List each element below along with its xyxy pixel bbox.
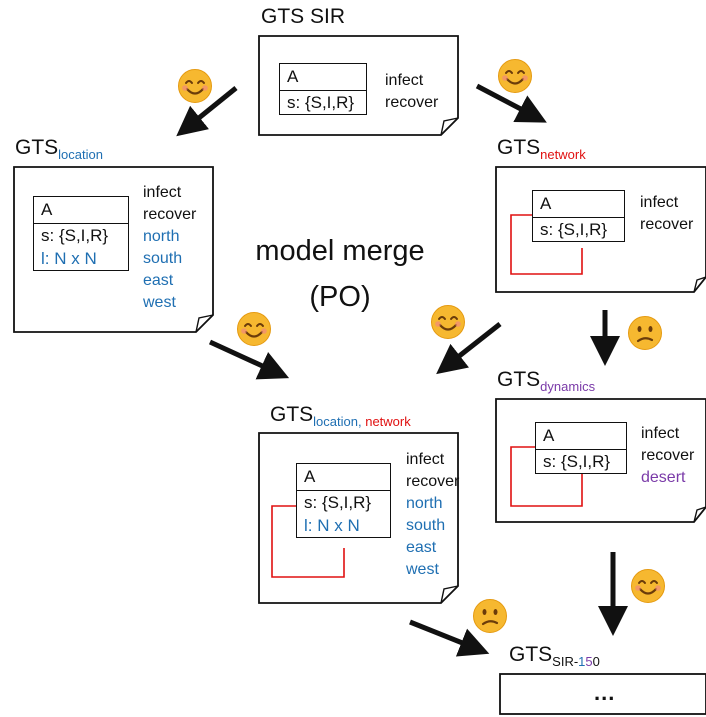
arrow-merged-to-final — [409, 619, 490, 657]
smiley-icon — [431, 305, 465, 339]
model-merge-label: model merge (PO) — [255, 235, 425, 313]
class-attr-state: s: {S,I,R} — [304, 493, 372, 512]
smiley-icon — [631, 569, 665, 603]
class-attr-location: l: N x N — [41, 249, 97, 268]
confused-face-icon — [628, 316, 662, 350]
class-a-location: A s: {S,I,R} l: N x N — [33, 196, 129, 271]
class-a-network: A s: {S,I,R} — [532, 190, 625, 242]
class-a-top: A s: {S,I,R} — [279, 63, 367, 115]
ops-location: infect recover north south east west — [143, 184, 197, 311]
smiley-icon — [237, 312, 271, 346]
title-gts-sir-150: GTSSIR-150 — [509, 643, 600, 669]
title-gts-dynamics: GTSdynamics — [497, 368, 596, 394]
class-name: A — [34, 197, 128, 224]
title-gts-location-network: GTSlocation, network — [270, 403, 411, 429]
title-gts-network: GTSnetwork — [497, 136, 586, 162]
class-attr-location: l: N x N — [304, 516, 360, 535]
confused-face-icon — [473, 599, 507, 633]
arrow-location-to-merged — [208, 339, 290, 380]
ops-network: infect recover — [640, 194, 694, 233]
final-content: ... — [594, 680, 616, 705]
class-name: A — [297, 464, 390, 491]
title-gts-sir: GTS SIR — [261, 5, 346, 28]
class-attr-state: s: {S,I,R} — [543, 452, 611, 471]
class-attr-state: s: {S,I,R} — [287, 93, 355, 112]
class-a-merged: A s: {S,I,R} l: N x N — [296, 463, 391, 538]
smiley-icon — [498, 59, 532, 93]
doc-box-final — [499, 673, 706, 715]
title-gts-location: GTSlocation — [15, 136, 103, 162]
ops-dynamics: infect recover desert — [641, 425, 695, 486]
class-attr-state: s: {S,I,R} — [41, 226, 109, 245]
network-loop — [510, 214, 583, 275]
merged-network-loop — [271, 505, 345, 578]
ops-top: infect recover — [385, 72, 439, 111]
smiley-icon — [178, 69, 212, 103]
class-name: A — [533, 191, 624, 218]
arrow-top-to-network — [475, 83, 547, 123]
dynamics-network-loop — [510, 446, 583, 507]
class-a-dynamics: A s: {S,I,R} — [535, 422, 627, 474]
arrow-top-to-location — [176, 86, 238, 137]
class-attr-state: s: {S,I,R} — [540, 220, 608, 239]
ops-merged: infect recover north south east west — [406, 451, 460, 578]
class-name: A — [280, 64, 366, 91]
class-name: A — [536, 423, 626, 450]
arrow-network-to-merged — [436, 322, 502, 375]
